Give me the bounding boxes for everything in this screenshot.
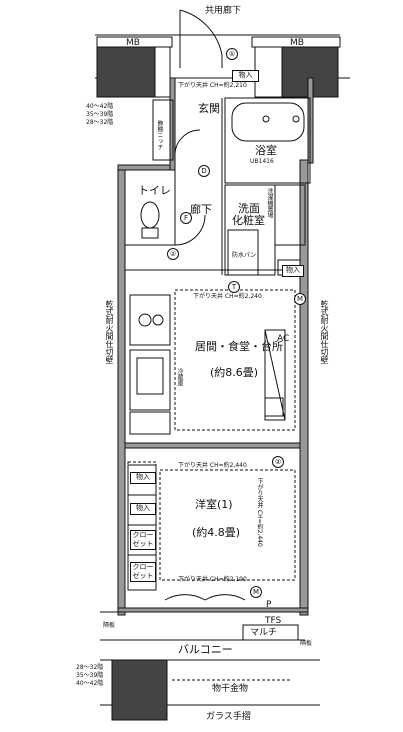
mb-right — [251, 36, 341, 98]
kitchen-counter — [129, 294, 286, 435]
wash-storage-label: 洗濯機置場 — [266, 188, 273, 218]
closet-1: クローゼット — [130, 530, 156, 550]
partition-left: 隔板 — [103, 622, 116, 629]
washroom-label-b: 化粧室 — [232, 214, 265, 227]
toilet-label: トイレ — [138, 184, 171, 197]
hallway-walls — [125, 98, 300, 275]
mb-left-label: MB — [126, 38, 140, 48]
closet-2: クローゼット — [130, 562, 156, 582]
balcony-mb — [111, 659, 168, 721]
glass-label: ガラス手摺 — [206, 712, 251, 722]
mb-left — [96, 36, 173, 98]
living-size-label: (約8.6畳) — [210, 366, 259, 379]
entrance-door — [179, 9, 223, 68]
m-symbol-1: M — [294, 293, 306, 305]
storage-1: 物入 — [130, 472, 156, 484]
note-bottom-3: 40～42階 — [76, 680, 104, 687]
fire-wall-left: 乾式耐火間仕切壁 — [105, 300, 114, 364]
bath-room — [224, 97, 311, 184]
note-left-3: 28～32階 — [86, 119, 114, 126]
ac-label: AC — [277, 334, 290, 344]
genkan-label: 玄関 — [198, 102, 220, 115]
western-size-label: (約4.8畳) — [192, 526, 241, 539]
living-ceiling-label: 下がり天井 CH=約2,240 — [193, 293, 262, 300]
bath-label: 浴室 — [255, 144, 277, 157]
two-symbol-1: ② — [167, 248, 179, 260]
waterpan-label: 防水パン — [232, 252, 257, 259]
tfs-label: TFS — [265, 616, 282, 626]
fire-wall-right: 乾式耐火間仕切壁 — [320, 300, 329, 364]
balcony-label: バルコニー — [178, 643, 233, 656]
note-left-2: 35～39階 — [86, 111, 114, 118]
multi-label: マルチ — [250, 628, 278, 638]
washroom — [224, 184, 306, 276]
note-bottom-1: 28～32階 — [76, 664, 104, 671]
t-symbol: T — [228, 281, 240, 293]
note-bottom-2: 35～39階 — [76, 672, 104, 679]
living-label: 居間・食堂・台所 — [195, 340, 283, 353]
niche-label: 飾棚ニッチ — [156, 120, 163, 150]
hallway-label: 廊下 — [190, 203, 212, 216]
western-label: 洋室(1) — [195, 498, 233, 511]
m-symbol-2: M — [250, 586, 262, 598]
p-symbol: P — [266, 600, 272, 610]
western-room — [127, 461, 296, 601]
mb-right-label: MB — [290, 38, 304, 48]
partition-right: 隔板 — [300, 640, 313, 647]
d-symbol-1: D — [198, 165, 210, 177]
western-ceiling-label: 下がり天井 CH=約2,440 — [178, 462, 247, 469]
refrigerator-label: 冷蔵庫 — [176, 368, 183, 386]
storage-wash: 物入 — [282, 265, 304, 277]
western-bottom-ceiling: 下がり天井 CH=約2,190 — [178, 576, 247, 583]
f-symbol: F — [180, 212, 192, 224]
bath-sub-label: UB1416 — [250, 158, 274, 165]
note-left-1: 40～42階 — [86, 103, 114, 110]
corridor-label: 共用廊下 — [205, 6, 242, 16]
shoebox: 物入 — [232, 70, 259, 82]
two-symbol-2: ② — [272, 456, 284, 468]
living-room — [174, 289, 296, 431]
western-side-ceiling: 下がり天井 CH=約2,440 — [256, 478, 263, 547]
storage-2: 物入 — [130, 503, 156, 515]
toilet-room — [124, 169, 176, 246]
laundry-label: 物干金物 — [212, 684, 249, 694]
washroom-label-a: 洗面 — [238, 202, 260, 215]
meter-symbol: ① — [226, 48, 238, 60]
bath-ceiling-label: 下がり天井 CH=約2,210 — [178, 82, 247, 89]
